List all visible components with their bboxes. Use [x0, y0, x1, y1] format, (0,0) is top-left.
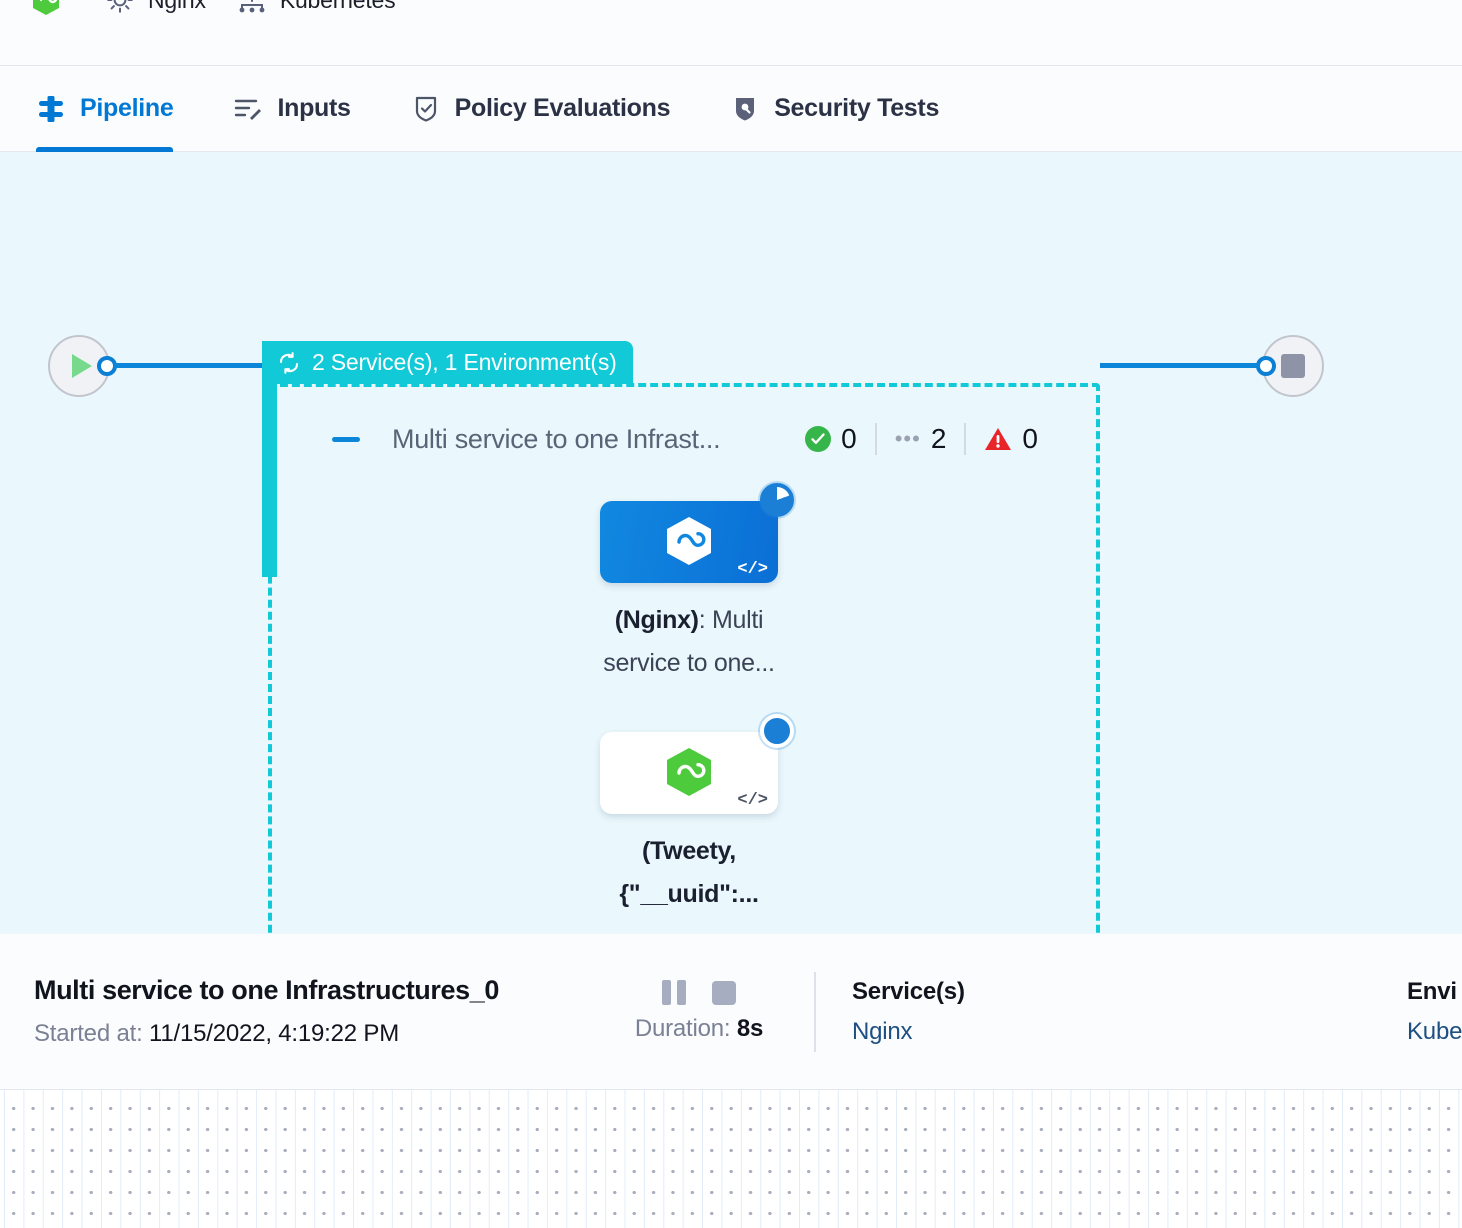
running-count: ••• 2: [874, 423, 965, 455]
group-title: Multi service to one Infrast...: [392, 423, 721, 454]
detail-started: Started at: 11/15/2022, 4:19:22 PM: [34, 1020, 594, 1048]
services-heading: Service(s): [852, 977, 965, 1005]
security-shield-icon: [730, 94, 760, 124]
breadcrumb-item-service[interactable]: [30, 0, 74, 16]
policy-shield-check-icon: [411, 94, 441, 124]
detail-duration-block: Duration: 8s: [594, 980, 804, 1043]
tab-security-tests[interactable]: Security Tests: [730, 66, 967, 152]
detail-title: Multi service to one Infrastructures_0: [34, 975, 499, 1005]
environments-heading: Envi: [1407, 977, 1457, 1005]
gear-icon: [104, 0, 136, 16]
tab-bar: Pipeline Inputs Policy Evaluations: [0, 66, 1462, 152]
duration-value: 8s: [736, 1015, 764, 1042]
group-header[interactable]: 2 Service(s), 1 Environment(s): [262, 341, 633, 384]
inputs-wand-icon: [233, 94, 263, 124]
group-title-row: Multi service to one Infrast... 0 ••• 2: [332, 423, 1056, 455]
code-brackets-icon: </>: [737, 791, 768, 810]
group-header-label: 2 Service(s), 1 Environment(s): [312, 349, 617, 375]
tab-inputs[interactable]: Inputs: [233, 66, 378, 152]
hexagon-infinity-white-icon: [661, 514, 717, 570]
error-count: 0: [964, 423, 1056, 455]
node-nginx[interactable]: </> (Nginx): Multi service to one...: [600, 483, 794, 685]
group-container[interactable]: Multi service to one Infrast... 0 ••• 2: [268, 383, 1100, 934]
environments-value-link[interactable]: Kube: [1407, 1017, 1462, 1045]
duration-label: Duration:: [634, 1015, 731, 1042]
breadcrumb-bar: Nginx Kubernetes: [0, 0, 1462, 66]
hexagon-infinity-green-icon: [30, 0, 62, 16]
run-controls: [594, 980, 804, 1005]
breadcrumb-item-kubernetes-label: Kubernetes: [280, 0, 396, 14]
pipeline-canvas[interactable]: 2 Service(s), 1 Environment(s) Multi ser…: [0, 152, 1462, 934]
tab-policy-evaluations-label: Policy Evaluations: [454, 94, 671, 122]
services-value-link[interactable]: Nginx: [852, 1017, 913, 1045]
node-tweety-label: (Tweety, {"__uuid":...: [600, 830, 778, 916]
error-count-value: 0: [1022, 423, 1038, 454]
node-nginx-label-bold: (Nginx): [614, 606, 699, 634]
tab-pipeline-label: Pipeline: [80, 94, 174, 122]
detail-left: Multi service to one Infrastructures_0 S…: [34, 975, 594, 1048]
warning-triangle-red-icon: [984, 426, 1012, 452]
stop-icon[interactable]: [712, 980, 736, 1005]
pipeline-icon: [36, 94, 66, 124]
node-nginx-label: (Nginx): Multi service to one...: [600, 599, 778, 685]
breadcrumb-item-kubernetes[interactable]: Kubernetes: [236, 0, 396, 16]
node-nginx-label-rest: : Multi service to one...: [603, 606, 775, 677]
breadcrumb-item-nginx[interactable]: Nginx: [104, 0, 206, 16]
check-circle-green-icon: [805, 426, 832, 452]
duration-text: Duration: 8s: [594, 1015, 804, 1043]
environments-column: Envi Kube: [1407, 978, 1462, 1046]
play-icon: [72, 354, 92, 378]
code-brackets-icon: </>: [737, 560, 768, 579]
dots-icon: •••: [894, 426, 921, 451]
kubernetes-cluster-icon: [236, 0, 268, 16]
breadcrumb-item-nginx-label: Nginx: [148, 0, 206, 14]
collapse-dash-icon[interactable]: [332, 436, 360, 442]
group-counters: 0 ••• 2 0: [805, 423, 1056, 455]
node-tweety-label-bold: (Tweety,: [642, 837, 736, 865]
node-tweety[interactable]: </> (Tweety, {"__uuid":...: [600, 714, 794, 916]
running-count-value: 2: [930, 423, 947, 454]
edge-group-to-end: [1100, 363, 1260, 368]
dot-grid-background: [0, 1090, 1462, 1228]
success-count: 0: [805, 423, 875, 455]
edge-start-to-group: [114, 363, 264, 368]
success-count-value: 0: [841, 423, 857, 454]
rotate-loop-icon: [276, 350, 302, 376]
pause-icon[interactable]: [662, 980, 686, 1005]
node-nginx-card[interactable]: </>: [600, 483, 794, 583]
detail-divider: [814, 971, 816, 1052]
node-tweety-label-rest: {"__uuid":...: [619, 880, 759, 908]
detail-started-value: 11/15/2022, 4:19:22 PM: [149, 1020, 400, 1047]
tab-policy-evaluations[interactable]: Policy Evaluations: [411, 66, 699, 152]
tab-pipeline[interactable]: Pipeline: [36, 66, 201, 152]
detail-panel: Multi service to one Infrastructures_0 S…: [0, 934, 1462, 1090]
detail-started-label: Started at:: [34, 1020, 143, 1047]
tab-inputs-label: Inputs: [277, 94, 351, 122]
services-column: Service(s) Nginx: [852, 978, 1092, 1046]
node-tweety-status-indicator: [760, 714, 794, 748]
node-tweety-card[interactable]: </>: [600, 714, 794, 814]
node-nginx-status-indicator: [760, 483, 794, 517]
hexagon-infinity-green-icon: [661, 745, 717, 801]
tab-security-tests-label: Security Tests: [774, 94, 940, 122]
stop-icon: [1281, 354, 1305, 378]
